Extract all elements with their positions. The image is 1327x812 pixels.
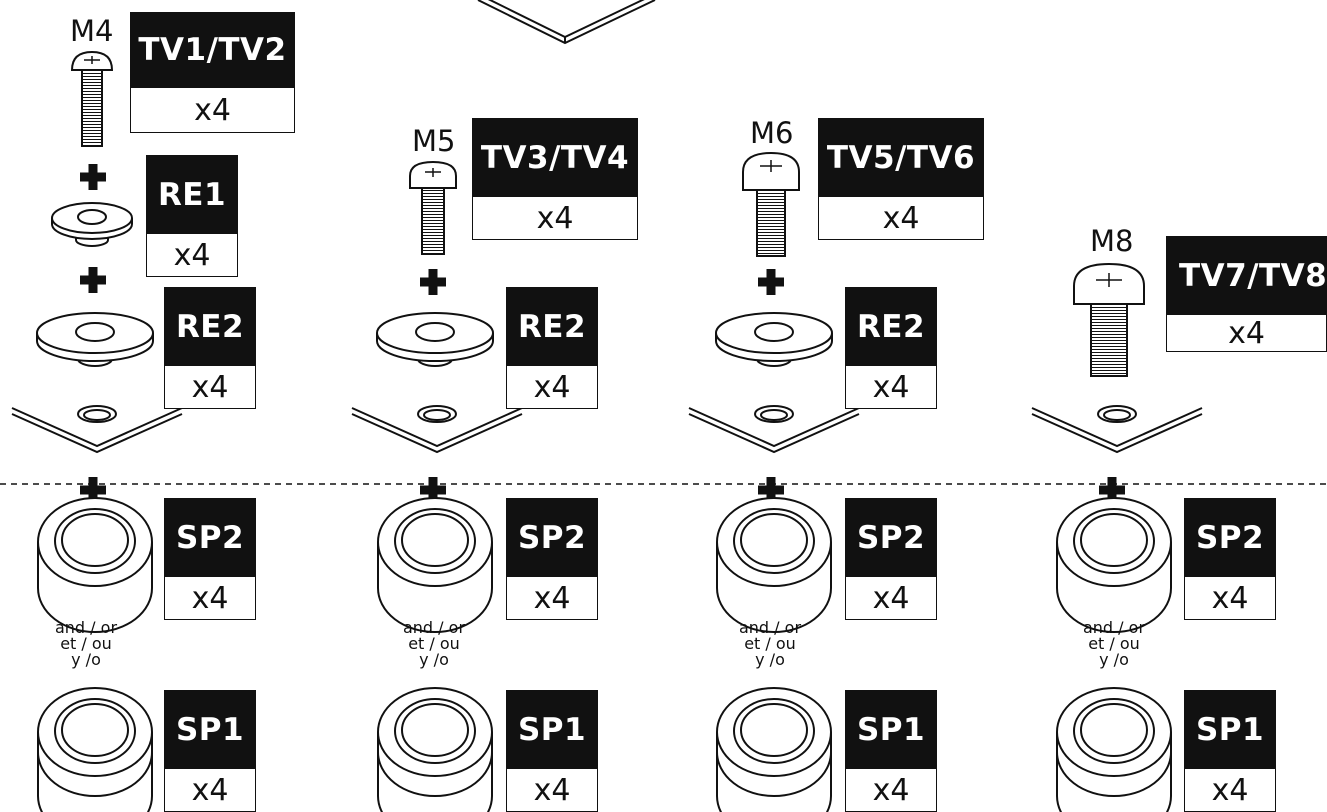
- spacer-sp2: [377, 497, 493, 633]
- washer-re2: [36, 312, 154, 367]
- connector-line: y /o: [755, 650, 785, 669]
- spacer-sp1-label: SP1: [164, 690, 256, 769]
- bracket: [1031, 405, 1203, 453]
- connector-line: and / or: [402, 618, 466, 637]
- column-m6-parts: [688, 151, 860, 812]
- spacer-sp2: [716, 497, 832, 633]
- spacer-sp1-label: SP1: [1184, 690, 1276, 769]
- screw-qty: x4: [130, 88, 295, 133]
- washer-re2-label: RE2: [845, 287, 937, 366]
- spacer-sp2-label: SP2: [845, 498, 937, 577]
- washer-re2-label: RE2: [506, 287, 598, 366]
- washer-re1-qty: x4: [146, 234, 238, 277]
- mounting-plate: [477, 0, 656, 45]
- screw-size-m8: M8: [1090, 224, 1134, 258]
- connector-line: et / ou: [1088, 634, 1140, 653]
- screw-size-m4: M4: [70, 14, 114, 48]
- connector-line: y /o: [71, 650, 101, 669]
- washer-re2-label: RE2: [164, 287, 256, 366]
- plus-icon: [757, 268, 785, 296]
- spacer-sp1-qty: x4: [506, 769, 598, 812]
- washer-re2-qty: x4: [164, 366, 256, 409]
- plus-icon: [419, 268, 447, 296]
- connector-line: and / or: [1082, 618, 1146, 637]
- spacer-sp2-qty: x4: [164, 577, 256, 620]
- spacer-sp1-qty: x4: [1184, 769, 1276, 812]
- spacer-sp1: [716, 687, 832, 812]
- connector-line: and / or: [738, 618, 802, 637]
- connector-text: and / or et / ou y /o: [26, 620, 146, 668]
- spacer-sp1: [37, 687, 153, 812]
- washer-re1: [51, 202, 133, 247]
- screw-m5: [409, 160, 457, 255]
- screw-label: TV7/TV8: [1166, 236, 1327, 315]
- connector-line: et / ou: [744, 634, 796, 653]
- bracket: [11, 405, 183, 453]
- spacer-sp2-label: SP2: [1184, 498, 1276, 577]
- washer-re2: [715, 312, 833, 367]
- spacer-sp1-label: SP1: [845, 690, 937, 769]
- connector-text: and / or et / ou y /o: [1054, 620, 1174, 668]
- spacer-sp1: [1056, 687, 1172, 812]
- spacer-sp2: [1056, 497, 1172, 633]
- connector-line: y /o: [1099, 650, 1129, 669]
- column-m4-parts: [11, 50, 183, 812]
- connector-line: et / ou: [60, 634, 112, 653]
- screw-label: TV1/TV2: [130, 12, 295, 88]
- spacer-sp2-label: SP2: [164, 498, 256, 577]
- spacer-sp2-qty: x4: [506, 577, 598, 620]
- column-m8-parts: [1031, 262, 1203, 812]
- screw-label: TV3/TV4: [472, 118, 638, 197]
- screw-m4: [70, 50, 114, 147]
- column-m5-parts: [351, 160, 523, 812]
- connector-line: y /o: [419, 650, 449, 669]
- screw-m8: [1073, 262, 1145, 377]
- screw-size-m5: M5: [412, 124, 456, 158]
- bracket: [351, 405, 523, 453]
- spacer-sp1-qty: x4: [164, 769, 256, 812]
- washer-re1-label: RE1: [146, 155, 238, 234]
- connector-line: and / or: [54, 618, 118, 637]
- spacer-sp2: [37, 497, 153, 633]
- washer-re2: [376, 312, 494, 367]
- plus-icon: [79, 266, 107, 294]
- screw-m6: [742, 151, 800, 257]
- spacer-sp2-qty: x4: [845, 577, 937, 620]
- bracket: [688, 405, 860, 453]
- spacer-sp1-label: SP1: [506, 690, 598, 769]
- screw-qty: x4: [472, 197, 638, 240]
- connector-text: and / or et / ou y /o: [374, 620, 494, 668]
- screw-qty: x4: [818, 197, 984, 240]
- spacer-sp1: [377, 687, 493, 812]
- washer-re2-qty: x4: [506, 366, 598, 409]
- spacer-sp2-qty: x4: [1184, 577, 1276, 620]
- screw-size-m6: M6: [750, 116, 794, 150]
- connector-line: et / ou: [408, 634, 460, 653]
- screw-qty: x4: [1166, 315, 1327, 352]
- spacer-sp2-label: SP2: [506, 498, 598, 577]
- screw-label: TV5/TV6: [818, 118, 984, 197]
- spacer-sp1-qty: x4: [845, 769, 937, 812]
- connector-text: and / or et / ou y /o: [710, 620, 830, 668]
- plus-icon: [79, 163, 107, 191]
- washer-re2-qty: x4: [845, 366, 937, 409]
